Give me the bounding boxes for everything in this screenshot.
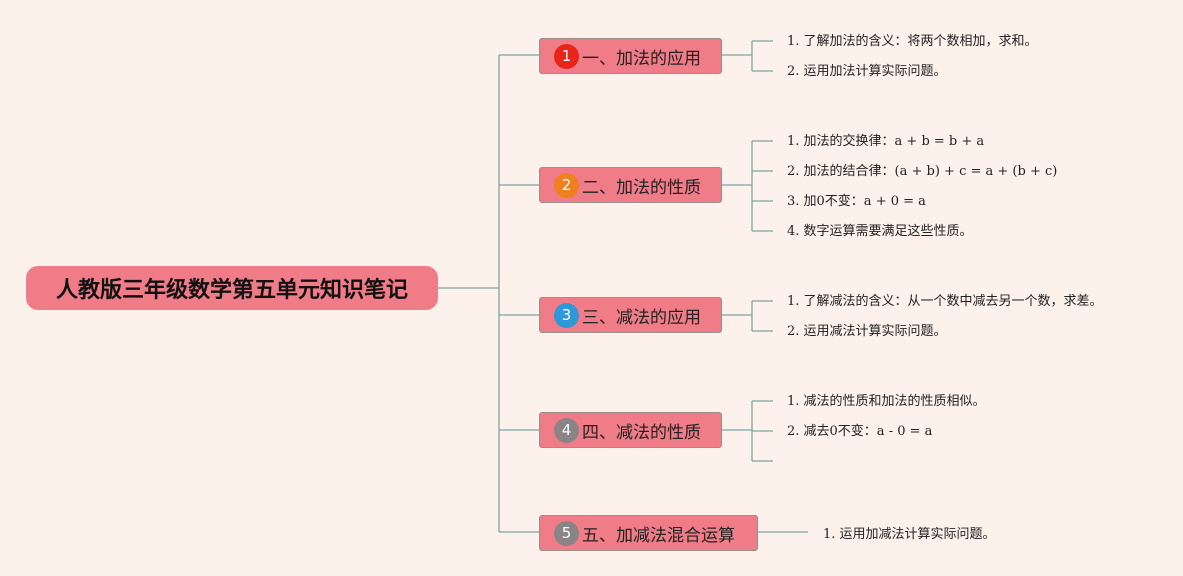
branch-title: 五、加减法混合运算 bbox=[582, 525, 735, 546]
number-badge-icon: 1 bbox=[554, 43, 579, 69]
leaf-commutative-law[interactable]: 1. 加法的交换律：a + b = b + a bbox=[787, 134, 985, 149]
branch-title: 二、加法的性质 bbox=[582, 177, 701, 198]
leaf-associative-law[interactable]: 2. 加法的结合律：(a + b) + c = a + (b + c) bbox=[787, 164, 1058, 179]
branch-title: 三、减法的应用 bbox=[582, 307, 701, 328]
leaf-mixed-practice[interactable]: 1. 运用加减法计算实际问题。 bbox=[823, 527, 996, 542]
leaf-subtract-zero[interactable]: 2. 减去0不变：a - 0 = a bbox=[787, 424, 933, 439]
number-badge-icon: 5 bbox=[554, 520, 579, 546]
number-badge-icon: 2 bbox=[554, 172, 579, 198]
branch-node-mixed-operations[interactable]: 5 五、加减法混合运算 bbox=[539, 515, 758, 551]
leaf-subtraction-practice[interactable]: 2. 运用减法计算实际问题。 bbox=[787, 324, 947, 339]
branch-node-addition-application[interactable]: 1 一、加法的应用 bbox=[539, 38, 722, 74]
leaf-add-zero[interactable]: 3. 加0不变：a + 0 = a bbox=[787, 194, 926, 209]
branch-node-subtraction-properties[interactable]: 4 四、减法的性质 bbox=[539, 412, 722, 448]
branch-node-subtraction-application[interactable]: 3 三、减法的应用 bbox=[539, 297, 722, 333]
root-node[interactable]: 人教版三年级数学第五单元知识笔记 bbox=[26, 266, 438, 310]
branch-node-addition-properties[interactable]: 2 二、加法的性质 bbox=[539, 167, 722, 203]
leaf-subtraction-meaning[interactable]: 1. 了解减法的含义：从一个数中减去另一个数，求差。 bbox=[787, 294, 1103, 309]
leaf-properties-note[interactable]: 4. 数字运算需要满足这些性质。 bbox=[787, 224, 973, 239]
leaf-addition-practice[interactable]: 2. 运用加法计算实际问题。 bbox=[787, 64, 947, 79]
leaf-subtraction-similar[interactable]: 1. 减法的性质和加法的性质相似。 bbox=[787, 394, 986, 409]
leaf-addition-meaning[interactable]: 1. 了解加法的含义：将两个数相加，求和。 bbox=[787, 34, 1038, 49]
number-badge-icon: 4 bbox=[554, 417, 579, 443]
branch-title: 四、减法的性质 bbox=[582, 422, 701, 443]
branch-title: 一、加法的应用 bbox=[582, 48, 701, 69]
root-title: 人教版三年级数学第五单元知识笔记 bbox=[55, 278, 408, 303]
number-badge-icon: 3 bbox=[554, 302, 579, 328]
